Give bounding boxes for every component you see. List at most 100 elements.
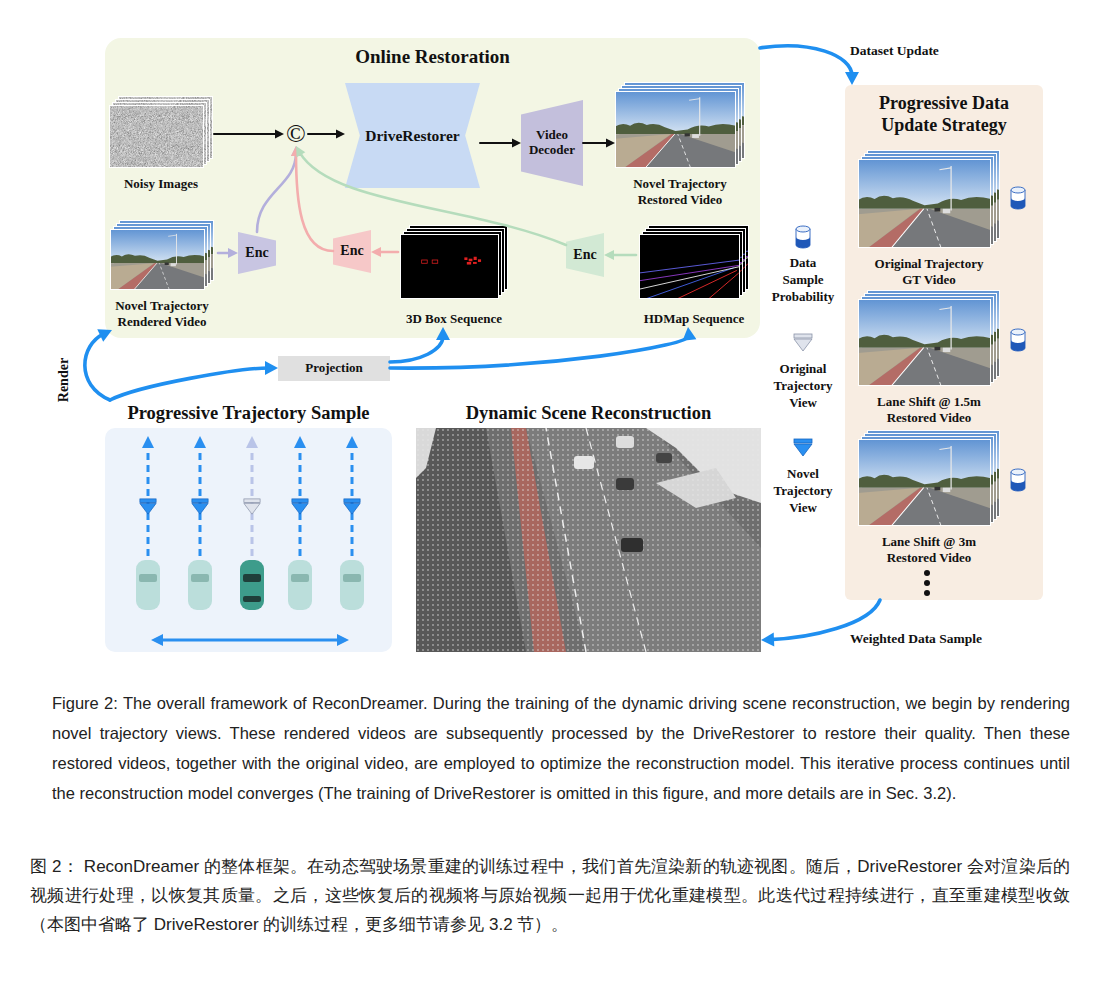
connector	[390, 327, 450, 362]
arrow-head	[512, 139, 521, 148]
image-frames	[858, 290, 1000, 386]
image-stack: 3D Box Sequence	[398, 225, 510, 327]
arrow-head	[275, 130, 284, 139]
arrow-head	[336, 130, 345, 139]
arrow-head	[296, 146, 305, 157]
arrow-head	[371, 247, 381, 257]
caption-holder: 图 2： ReconDreamer 的整体框架。在动态驾驶场景重建的训练过程中，…	[30, 852, 1070, 939]
node-label: Noisy Images	[108, 176, 214, 192]
connector	[110, 361, 278, 400]
connector-line	[480, 142, 515, 144]
connector	[583, 139, 615, 148]
arrow-head	[606, 139, 615, 148]
connector	[604, 250, 636, 260]
node-label: HDMap Sequence	[636, 311, 752, 327]
illustration	[416, 428, 761, 652]
node-label: Lane Shift @ 3m Restored Video	[865, 534, 993, 566]
edge-label-holder: Render	[40, 358, 88, 402]
connector	[291, 146, 333, 251]
node-label: Enc	[340, 243, 363, 259]
cylinder-icon	[796, 226, 810, 248]
arrow-head	[97, 329, 112, 342]
node-label: Novel Trajectory Rendered Video	[106, 298, 218, 330]
edge-label: Dataset Update	[850, 43, 939, 59]
legend-text: Original Trajectory View	[770, 360, 836, 411]
panel: Progressive Data Update StrategyOriginal…	[845, 85, 1043, 600]
connector-line	[760, 46, 852, 76]
image-frames	[400, 225, 508, 299]
concat-symbol-text: ©	[286, 122, 306, 146]
connector	[390, 327, 696, 368]
connector-line	[390, 336, 443, 362]
camera-icon	[794, 439, 812, 456]
node-label: Video Decoder	[524, 128, 580, 158]
arrow-head	[228, 248, 238, 258]
encoder-block: Enc	[566, 233, 604, 277]
connector	[218, 248, 238, 258]
node-label: 3D Box Sequence	[398, 311, 510, 327]
trajectory-panel: Progressive Trajectory Sample	[105, 400, 392, 652]
camera-icon	[794, 334, 812, 351]
decoder-block: Video Decoder	[521, 100, 583, 186]
image-frames	[858, 150, 1000, 248]
connector-line	[583, 142, 609, 144]
node-label: Enc	[245, 245, 268, 261]
connector	[257, 146, 301, 232]
encoder-block: Enc	[238, 232, 276, 274]
connector	[308, 130, 345, 139]
node-label: Projection	[305, 361, 363, 375]
scene-image: Dynamic Scene Reconstruction	[416, 400, 761, 652]
panel-title: Online Restoration	[105, 46, 760, 69]
connector	[85, 329, 112, 400]
connector-line	[110, 368, 269, 400]
image-frames	[639, 225, 749, 299]
image-stack: Original Trajectory GT Video	[857, 150, 1001, 288]
image-stack: Lane Shift @ 3m Restored Video	[857, 430, 1001, 566]
edge-label: Weighted Data Sample	[850, 631, 982, 647]
caption-translation: 图 2： ReconDreamer 的整体框架。在动态驾驶场景重建的训练过程中，…	[30, 852, 1070, 939]
edge-label-holder: Weighted Data Sample	[850, 631, 982, 647]
connector-line	[611, 254, 636, 257]
arrow-head	[436, 327, 450, 340]
process-box: Projection	[278, 356, 390, 381]
connector-line	[257, 153, 296, 232]
concat-symbol: ©	[284, 122, 308, 146]
panel-title: Progressive Data Update Strategy	[858, 93, 1030, 136]
connector-line	[214, 133, 278, 135]
legend-item: Data Sample Probability	[766, 254, 840, 305]
edge-label: Render	[56, 358, 72, 402]
node-label: DriveRestorer	[365, 127, 459, 145]
image-stack: HDMap Sequence	[636, 225, 752, 327]
node-label: Lane Shift @ 1.5m Restored Video	[865, 394, 993, 426]
caption-holder: Figure 2: The overall framework of Recon…	[52, 688, 1070, 808]
image-stack: Novel Trajectory Rendered Video	[106, 220, 218, 330]
node-label: Enc	[573, 247, 596, 263]
image-stack: Lane Shift @ 1.5m Restored Video	[857, 290, 1001, 426]
panel: Online RestorationNoisy Images © DriveRest…	[105, 38, 760, 338]
arrow-head	[682, 327, 696, 341]
connector-line	[85, 334, 110, 400]
node-label: Novel Trajectory Restored Video	[615, 176, 745, 208]
edge-label-holder: Dataset Update	[850, 43, 939, 59]
illustration	[105, 428, 392, 652]
image-frames	[615, 82, 745, 168]
connector	[371, 247, 398, 257]
connector	[296, 146, 566, 245]
legend-item: Novel Trajectory View	[766, 465, 840, 516]
arrow-head	[761, 632, 774, 646]
legend-text: Novel Trajectory View	[770, 465, 836, 516]
arrow-head	[604, 250, 614, 260]
restorer-block: DriveRestorer	[345, 83, 480, 188]
connector	[480, 139, 521, 148]
image-stack: Noisy Images	[108, 96, 214, 192]
connector-line	[299, 152, 566, 245]
image-frames	[109, 96, 213, 168]
image-stack: Novel Trajectory Restored Video	[615, 82, 745, 208]
connector-line	[390, 336, 689, 368]
connector-line	[308, 133, 339, 135]
image-frames	[858, 430, 1000, 526]
arrow-head	[265, 361, 278, 375]
connector	[214, 130, 284, 139]
arrow-head	[845, 72, 859, 85]
